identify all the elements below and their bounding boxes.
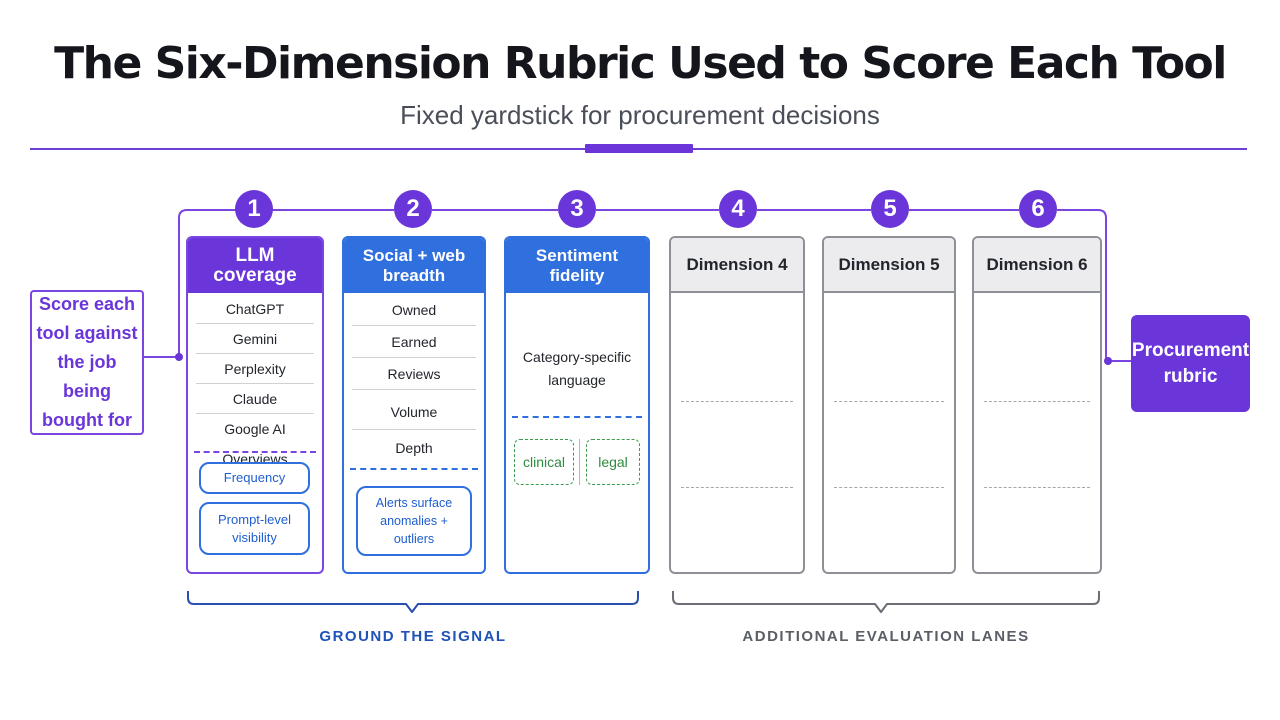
input-connector bbox=[144, 209, 236, 358]
placeholder-divider bbox=[681, 401, 793, 402]
placeholder-divider bbox=[681, 487, 793, 488]
list-item: Claude bbox=[196, 384, 314, 414]
dimension-2-badge: 2 bbox=[394, 190, 432, 228]
list-item: Volume bbox=[352, 394, 476, 430]
list-item: Owned bbox=[352, 294, 476, 326]
output-connector-dot bbox=[1104, 357, 1112, 365]
alerts-note: Alerts surface anomalies + outliers bbox=[356, 486, 472, 556]
list-item: Google AI Overviews bbox=[222, 421, 288, 467]
page-title: The Six-Dimension Rubric Used to Score E… bbox=[54, 38, 1227, 89]
list-item: Depth bbox=[395, 440, 433, 456]
dimension-3-title: Sentiment fidelity bbox=[506, 238, 648, 293]
input-connector-dot bbox=[175, 353, 183, 361]
input-label: Score each tool against the job being bo… bbox=[36, 294, 138, 430]
page-subtitle: Fixed yardstick for procurement decision… bbox=[400, 100, 880, 130]
dashed-divider bbox=[350, 468, 478, 470]
dimension-6-badge: 6 bbox=[1019, 190, 1057, 228]
pill-prompt-level-visibility: Prompt-level visibility bbox=[199, 502, 310, 555]
output-box: Procurement rubric bbox=[1131, 315, 1250, 412]
list-item: Reviews bbox=[352, 358, 476, 390]
group-brace-left bbox=[187, 591, 639, 613]
placeholder-divider bbox=[984, 487, 1090, 488]
list-item: Gemini bbox=[196, 324, 314, 354]
dimension-6-title: Dimension 6 bbox=[974, 238, 1100, 293]
dashed-divider bbox=[512, 416, 642, 418]
output-label: Procurement rubric bbox=[1131, 339, 1250, 387]
dimension-1-card: LLM coverage ChatGPT Gemini Perplexity C… bbox=[186, 236, 324, 574]
sentiment-description: Category-specific language bbox=[522, 349, 632, 388]
dimension-2-card: Social + web breadth Owned Earned Review… bbox=[342, 236, 486, 574]
dimension-5-card: Dimension 5 bbox=[822, 236, 956, 574]
dimension-4-badge: 4 bbox=[719, 190, 757, 228]
dimension-4-card: Dimension 4 bbox=[669, 236, 805, 574]
header-divider-accent bbox=[585, 144, 693, 153]
pill-frequency: Frequency bbox=[199, 462, 310, 494]
dimension-5-title: Dimension 5 bbox=[824, 238, 954, 293]
tag-legal: legal bbox=[586, 439, 640, 485]
placeholder-divider bbox=[834, 487, 944, 488]
dimension-2-title: Social + web breadth bbox=[344, 238, 484, 293]
input-box: Score each tool against the job being bo… bbox=[30, 290, 144, 435]
dimension-3-badge: 3 bbox=[558, 190, 596, 228]
dimension-4-title: Dimension 4 bbox=[671, 238, 803, 293]
tag-separator bbox=[579, 439, 580, 485]
dimension-5-badge: 5 bbox=[871, 190, 909, 228]
list-item: Earned bbox=[352, 326, 476, 358]
group-brace-right bbox=[672, 591, 1100, 613]
dimension-3-card: Sentiment fidelity Category-specific lan… bbox=[504, 236, 650, 574]
group-label-additional-lanes: ADDITIONAL EVALUATION LANES bbox=[742, 628, 1030, 645]
tag-clinical: clinical bbox=[514, 439, 574, 485]
list-item: ChatGPT bbox=[196, 294, 314, 324]
dimension-1-badge: 1 bbox=[235, 190, 273, 228]
group-label-ground-the-signal: GROUND THE SIGNAL bbox=[319, 628, 507, 645]
dimension-6-card: Dimension 6 bbox=[972, 236, 1102, 574]
placeholder-divider bbox=[834, 401, 944, 402]
list-item: Perplexity bbox=[196, 354, 314, 384]
dashed-divider bbox=[194, 451, 316, 453]
placeholder-divider bbox=[984, 401, 1090, 402]
output-connector bbox=[1057, 209, 1131, 362]
dimension-1-title: LLM coverage bbox=[188, 238, 322, 293]
